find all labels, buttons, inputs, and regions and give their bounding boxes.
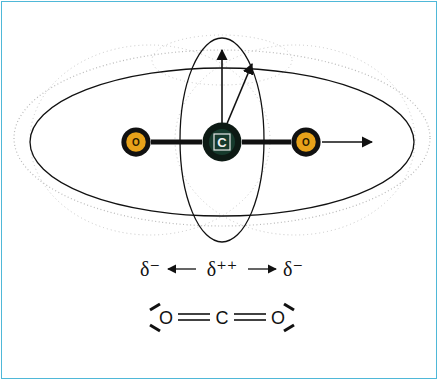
atom-symbol: O: [291, 127, 321, 157]
atom-symbol: O: [121, 127, 151, 157]
lone-pair: [150, 325, 160, 331]
partial-charge: δ⁺⁺: [207, 259, 238, 279]
double-bond: [234, 313, 266, 315]
charge-arrow: [168, 268, 196, 269]
oxygen-atom: O: [291, 127, 321, 157]
charge-arrow: [248, 268, 276, 269]
dipole-arrow: [322, 141, 372, 143]
vector-arrow: [221, 50, 223, 128]
oxygen-atom: O: [121, 127, 151, 157]
double-bond: [234, 319, 266, 321]
atom-circle: [121, 127, 150, 156]
lone-pair: [284, 325, 294, 331]
partial-charge: δ⁻: [140, 259, 160, 279]
atom-circle: [203, 123, 242, 162]
bond-line: [242, 140, 291, 145]
lewis-atom: O: [159, 309, 173, 327]
bond-line: [151, 140, 202, 145]
atom-symbol: C: [202, 122, 242, 162]
atom-circle: [291, 127, 320, 156]
lewis-atom: O: [271, 309, 285, 327]
carbon-atom: C: [202, 122, 242, 162]
dotted-lobe: [14, 50, 430, 226]
partial-charge: δ⁻: [283, 259, 303, 279]
vector-arrow: [226, 64, 252, 126]
double-bond: [178, 313, 210, 315]
lone-pair: [150, 304, 160, 310]
double-bond: [178, 319, 210, 321]
lone-pair: [284, 304, 294, 310]
lewis-atom: C: [216, 309, 229, 327]
